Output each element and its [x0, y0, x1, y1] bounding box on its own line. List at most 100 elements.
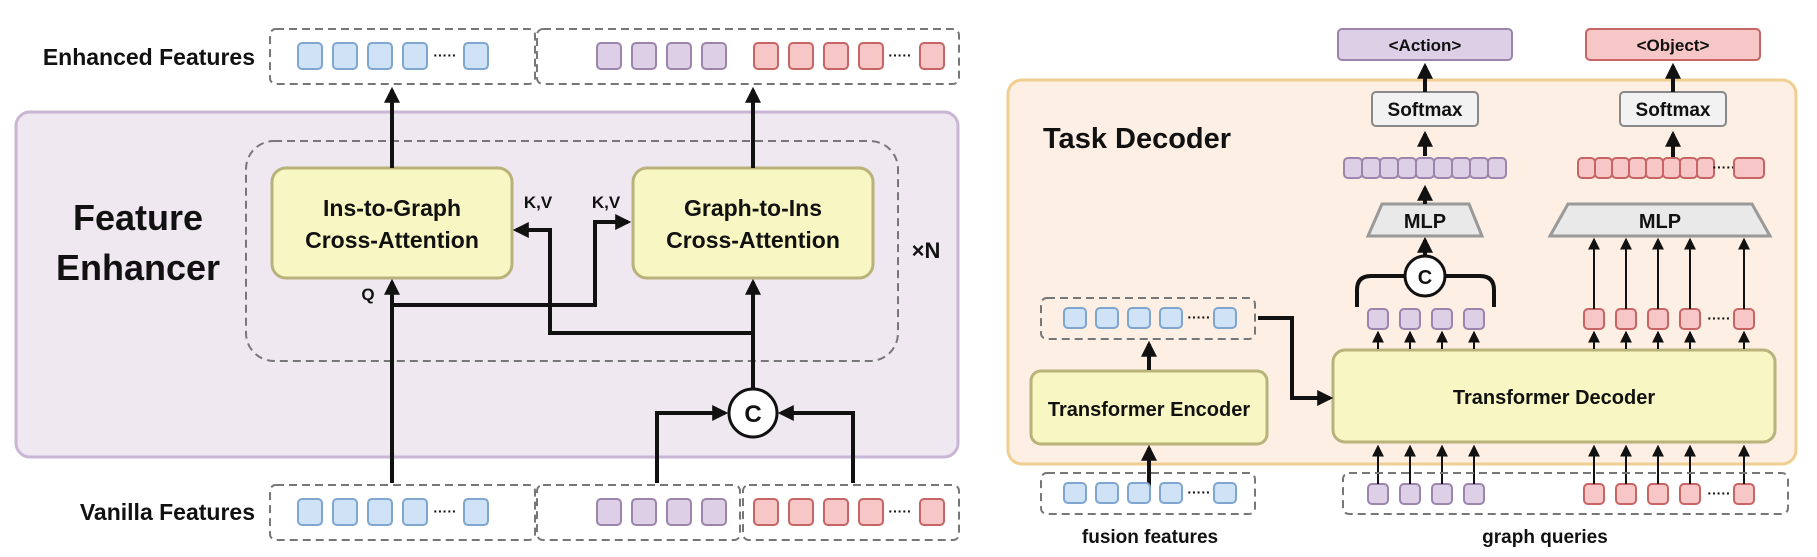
object-logit-cell: [1733, 157, 1765, 179]
enhanced-blue-group: [269, 28, 536, 85]
encoded-features-group: [1040, 297, 1256, 340]
ellipsis-logits: ·····: [1712, 159, 1735, 175]
enhancer-title-line1: Feature: [73, 197, 203, 238]
decoder-output-token-red: [1733, 308, 1755, 330]
feature-token-red: [788, 42, 814, 70]
arrow-purple-to-concat: [655, 405, 729, 483]
graph-query-token-red: [1583, 483, 1605, 505]
feature-token-purple: [701, 42, 727, 70]
feature-token-red: [788, 498, 814, 526]
transformer-encoder-box: [1029, 369, 1269, 446]
repeat-n-label: ×N: [912, 238, 941, 263]
encoded-token-blue: [1063, 307, 1087, 329]
vanilla-features-row: Vanilla Features ··········: [80, 484, 960, 541]
feature-token-purple: [666, 498, 692, 526]
vanilla-blue-group: [269, 484, 536, 541]
graph-query-token-red: [1647, 483, 1669, 505]
softmax-right-label: Softmax: [1636, 100, 1711, 121]
object-logit-cell: [1662, 157, 1681, 179]
decoder-inputs-row: fusion features graph queries: [1040, 472, 1789, 548]
decoder-output-token-red: [1679, 308, 1701, 330]
decoder-output-token-purple: [1431, 308, 1453, 330]
feature-token-blue: [332, 42, 358, 70]
feature-token-purple: [596, 498, 622, 526]
feature-token-blue: [367, 498, 393, 526]
action-logit-cell: [1361, 157, 1381, 179]
ellipsis-red-query: ·····: [1707, 485, 1730, 501]
feature-token-red: [919, 498, 945, 526]
feature-token-blue: [332, 498, 358, 526]
graph-to-ins-line1: Graph-to-Ins: [684, 195, 822, 221]
decoder-output-token-purple: [1399, 308, 1421, 330]
ellipsis-red-out: ·····: [1707, 310, 1730, 326]
softmax-left-label: Softmax: [1388, 100, 1463, 121]
repeat-block-dashed: [245, 140, 899, 362]
concat-circle: [727, 387, 779, 439]
feature-token-blue: [367, 42, 393, 70]
feature-token-red: [858, 498, 884, 526]
feature-token-purple: [666, 42, 692, 70]
ellipsis-blue: ·····: [433, 47, 456, 63]
ins-to-graph-attention-box: [270, 166, 514, 280]
ellipsis-fusion: ·····: [1187, 484, 1210, 500]
decoder-output-token-purple: [1367, 308, 1389, 330]
fusion-features-group: [1040, 472, 1256, 515]
feature-token-purple: [631, 498, 657, 526]
action-logit-cell: [1487, 157, 1507, 179]
mlp-right-trapezoid: [1547, 202, 1773, 238]
action-output-label: <Action>: [1389, 36, 1462, 55]
action-logit-cell: [1397, 157, 1417, 179]
object-logit-cell: [1679, 157, 1698, 179]
action-logit-cell: [1469, 157, 1489, 179]
feature-token-red: [823, 42, 849, 70]
vanilla-red-group: [742, 484, 960, 541]
arrow-vanilla-to-graph2ins-kv: [392, 214, 632, 307]
graph-queries-group: [1342, 472, 1789, 515]
kv-right-label: K,V: [592, 193, 621, 212]
fusion-features-label: fusion features: [1082, 527, 1218, 548]
mlp-left-trapezoid: [1365, 202, 1485, 238]
arrow-encoded-to-decoder: [1258, 316, 1334, 406]
feature-token-blue: [402, 42, 428, 70]
feature-token-blue: [463, 498, 489, 526]
action-output-box: [1337, 28, 1513, 61]
action-logit-cell: [1343, 157, 1363, 179]
object-logit-cell: [1696, 157, 1715, 179]
feature-token-red: [919, 42, 945, 70]
fusion-token-blue: [1095, 482, 1119, 504]
q-label: Q: [361, 285, 374, 304]
mlp-right-label: MLP: [1639, 211, 1681, 233]
feature-token-red: [858, 42, 884, 70]
graph-query-token-purple: [1463, 483, 1485, 505]
ins-to-graph-line2: Cross-Attention: [305, 227, 479, 253]
vanilla-purple-group: [536, 484, 741, 541]
feature-token-red: [823, 498, 849, 526]
object-logit-cell: [1577, 157, 1596, 179]
ellipsis-red: ·····: [888, 503, 911, 519]
feature-token-blue: [463, 42, 489, 70]
enhanced-graph-group: [536, 28, 960, 85]
object-logit-cell: [1645, 157, 1664, 179]
task-decoder-title: Task Decoder: [1043, 123, 1231, 155]
decoder-output-token-red: [1583, 308, 1605, 330]
graph-query-token-purple: [1399, 483, 1421, 505]
enhancer-title-line2: Enhancer: [56, 247, 220, 288]
action-logit-cell: [1433, 157, 1453, 179]
action-logit-cell: [1451, 157, 1471, 179]
feature-token-blue: [402, 498, 428, 526]
ellipsis-blue: ·····: [433, 503, 456, 519]
graph-query-token-red: [1615, 483, 1637, 505]
feature-token-purple: [701, 498, 727, 526]
arrow-red-to-concat: [777, 405, 855, 483]
graph-query-token-red: [1679, 483, 1701, 505]
encoded-token-blue: [1213, 307, 1237, 329]
graph-to-ins-attention-box: [631, 166, 875, 280]
mlp-left-label: MLP: [1404, 211, 1446, 233]
feature-token-blue: [297, 42, 323, 70]
action-logit-cell: [1415, 157, 1435, 179]
fusion-token-blue: [1213, 482, 1237, 504]
object-logit-cell: [1611, 157, 1630, 179]
decoder-output-token-red: [1615, 308, 1637, 330]
decoder-output-token-red: [1647, 308, 1669, 330]
